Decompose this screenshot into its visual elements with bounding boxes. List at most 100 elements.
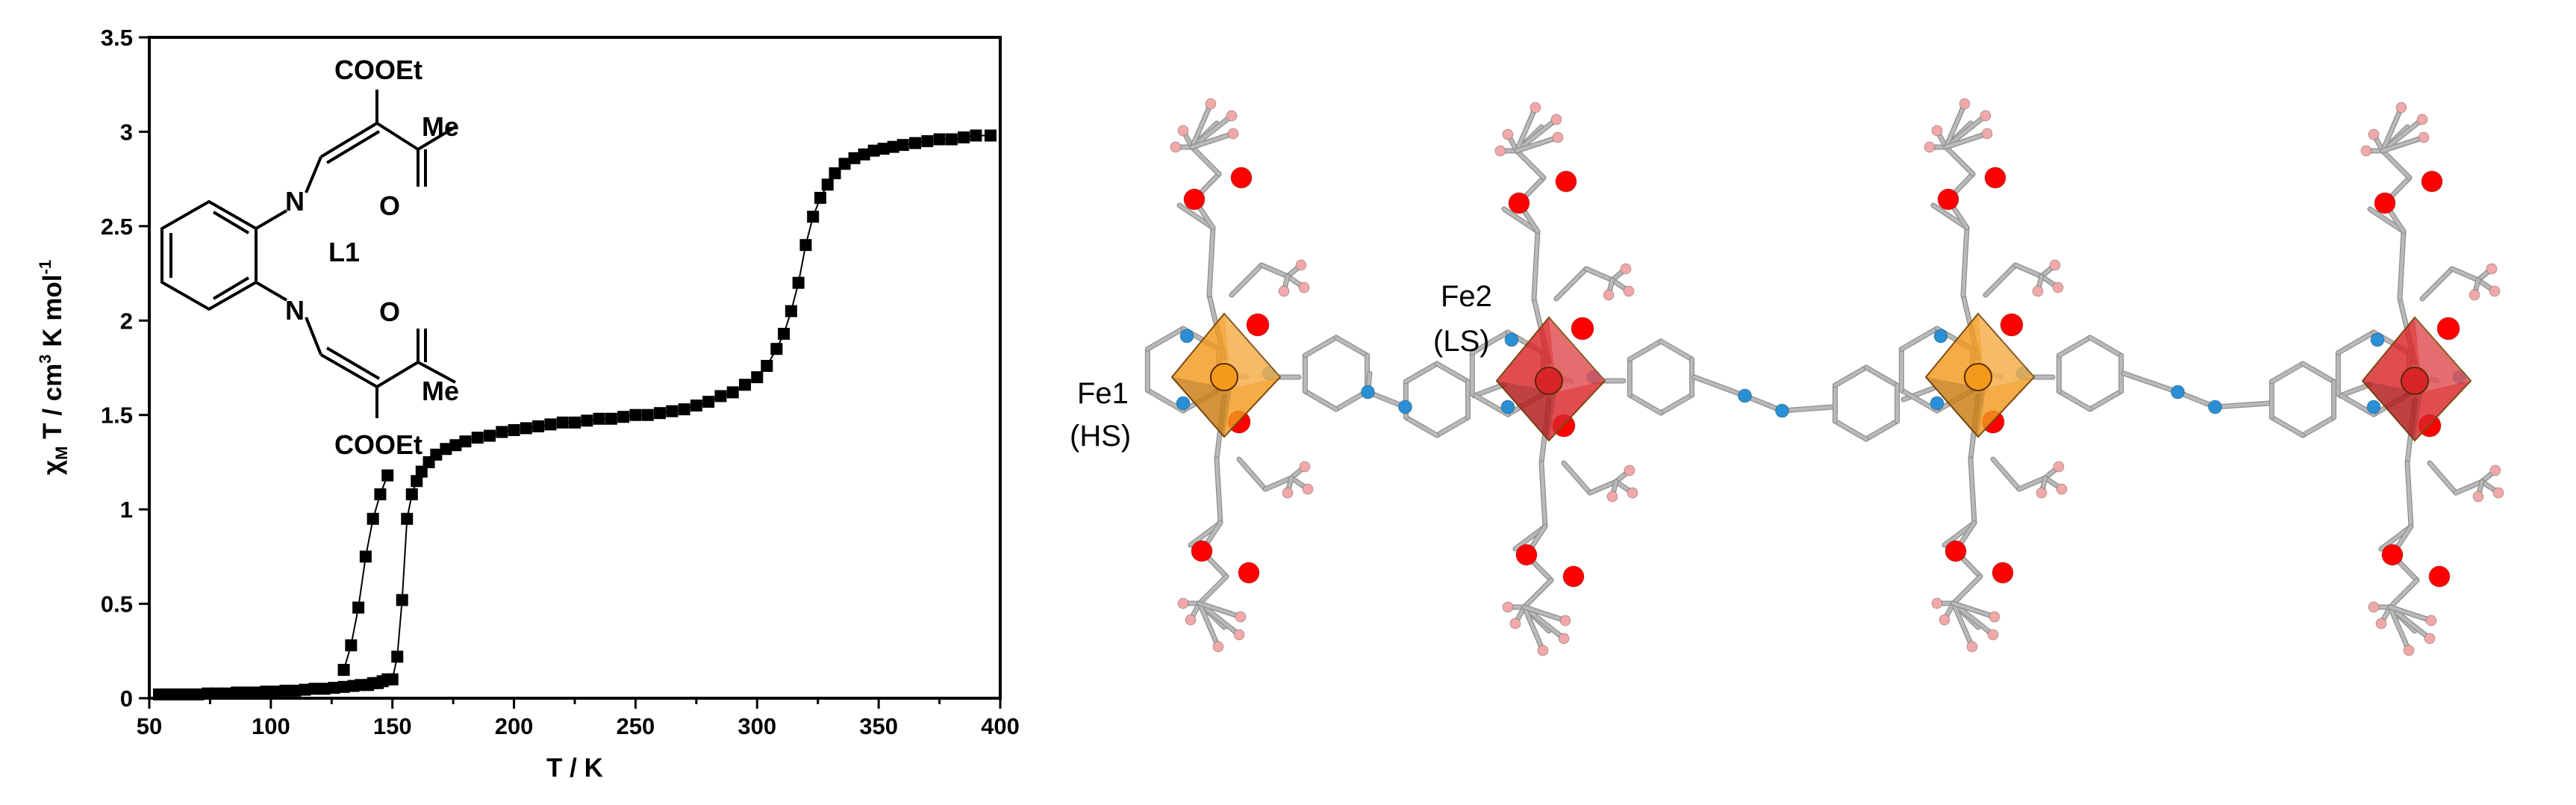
fe2-ls-octahedron: [2361, 316, 2472, 442]
bond: [1944, 145, 1975, 176]
hydrogen-atom: [2368, 128, 2380, 140]
polyhedron-face: [1497, 381, 1556, 441]
bond: [1471, 330, 1510, 355]
hydrogen-atom: [2053, 461, 2065, 473]
y-tick-label: 3: [120, 119, 133, 145]
data-point: [838, 158, 851, 170]
hydrogen-atom: [1981, 128, 1993, 140]
bond: [1146, 388, 1185, 413]
bond: [1692, 375, 1747, 398]
hydrogen-atom: [1282, 487, 1294, 499]
hydrogen-atom: [1494, 145, 1506, 157]
y-tick-label: 0: [120, 686, 133, 712]
oxygen-atom: [1562, 565, 1585, 588]
oxygen-atom: [1992, 562, 2014, 584]
bond: [2454, 479, 2484, 495]
bond: [1471, 392, 1510, 417]
bond: [2427, 461, 2458, 495]
data-point: [328, 682, 340, 694]
ligand-nitrogen-top: N: [285, 186, 305, 217]
hydrogen-atom: [1603, 289, 1615, 301]
ligand-nitrogen-bottom: N: [285, 295, 305, 326]
hydrogen-atom: [1959, 98, 1971, 110]
bond: [1502, 207, 1540, 234]
data-point: [496, 426, 508, 438]
data-point: [345, 639, 358, 652]
data-point: [532, 420, 545, 432]
data-point: [405, 488, 418, 500]
bond: [1190, 102, 1213, 149]
bond: [1659, 393, 1694, 415]
hydrogen-atom: [1550, 114, 1562, 125]
hydrogen-atom: [1931, 597, 1943, 609]
x-tick-label: 300: [737, 713, 776, 739]
x-tick-label: 400: [981, 713, 1020, 739]
hydrogen-atom: [2489, 464, 2501, 476]
bond: [2017, 476, 2048, 491]
data-point: [367, 512, 379, 525]
hydrogen-atom: [2049, 259, 2061, 271]
hydrogen-atom: [2375, 618, 2387, 630]
data-point: [792, 276, 805, 289]
bond: [1229, 263, 1264, 297]
oxygen-atom: [1515, 544, 1538, 566]
bond: [1515, 135, 1560, 153]
hydrogen-atom: [1509, 618, 1521, 630]
hydrogen-atom: [1559, 615, 1571, 627]
hydrogen-atom: [2486, 263, 2498, 275]
bond: [1944, 114, 1988, 149]
data-point: [411, 475, 423, 488]
ligand-ester-top: COOEt: [334, 55, 422, 85]
data-point: [182, 688, 195, 700]
hydrogen-atom: [1537, 644, 1549, 656]
bond: [1190, 145, 1221, 176]
bond: [1951, 601, 1974, 649]
data-point: [807, 211, 820, 223]
hydrogen-atom: [1552, 131, 1564, 143]
bond: [2388, 605, 2433, 623]
data-point: [163, 688, 175, 700]
iron-atom: [1210, 363, 1238, 391]
hydrogen-atom: [2424, 632, 2436, 644]
bond: [2270, 415, 2305, 438]
bond: [2301, 415, 2336, 438]
bond: [2121, 371, 2180, 394]
data-point: [666, 405, 679, 417]
data-point: [848, 152, 861, 164]
bond: [1515, 149, 1546, 180]
x-tick-label: 200: [495, 713, 534, 739]
hydrogen-atom: [2416, 114, 2428, 125]
oxygen-atom: [1246, 313, 1270, 337]
oxygen-atom: [1230, 167, 1253, 189]
bond: [1628, 339, 1663, 361]
oxygen-atom: [2374, 192, 2396, 214]
data-point: [202, 687, 214, 700]
oxygen-atom: [2428, 565, 2451, 588]
bond: [1197, 601, 1220, 649]
bond: [2405, 461, 2413, 529]
data-point: [415, 465, 428, 478]
bond: [1214, 457, 1223, 525]
y-axis-title: χM T / cm3 K mol-1: [36, 260, 71, 475]
iron-atom: [1535, 367, 1563, 395]
series-line: [159, 134, 991, 695]
bond: [1146, 326, 1185, 351]
hydrogen-atom: [1226, 110, 1238, 122]
hydrogen-atom: [1298, 282, 1310, 293]
bond: [1901, 386, 1936, 402]
data-point: [449, 439, 462, 452]
nitrogen-atom: [1179, 329, 1194, 344]
data-point: [896, 139, 909, 152]
bond: [2450, 267, 2480, 282]
crystal-structure-chain: [1144, 98, 2504, 656]
hydrogen-atom: [2403, 644, 2415, 656]
data-point: [508, 423, 520, 436]
hydrogen-atom: [1278, 285, 1290, 297]
data-point: [867, 144, 880, 157]
fe2-ls-octahedron: [1495, 316, 1606, 442]
x-tick-label: 50: [137, 713, 162, 739]
hydrogen-atom: [2472, 491, 2484, 503]
hydrogen-atom: [1302, 483, 1314, 495]
